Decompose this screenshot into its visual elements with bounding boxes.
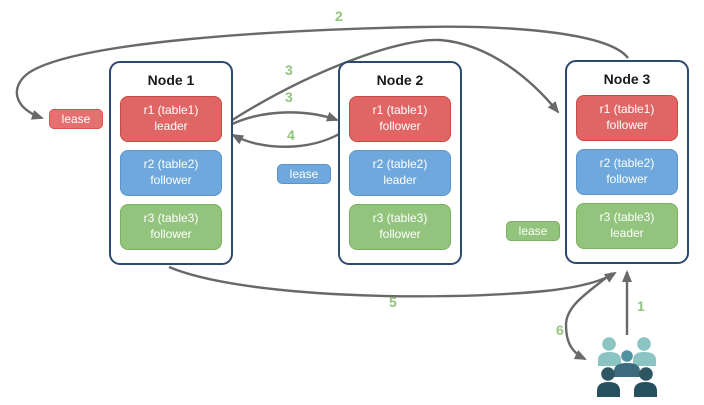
step-label-3a: 3 bbox=[285, 62, 293, 78]
node-2-replica-r3: r3 (table3) follower bbox=[349, 204, 451, 250]
step-label-6: 6 bbox=[556, 322, 564, 338]
replica-label: r1 (table1) bbox=[599, 102, 655, 117]
arrow-step6-client-response bbox=[564, 272, 613, 361]
node-3-replica-r3: r3 (table3) leader bbox=[576, 203, 678, 249]
node-3: Node 3 r1 (table1) follower r2 (table2) … bbox=[565, 60, 689, 264]
node-3-title: Node 3 bbox=[603, 71, 651, 87]
replica-role: follower bbox=[379, 227, 421, 241]
replica-label: r2 (table2) bbox=[372, 157, 428, 172]
replica-label: r3 (table3) bbox=[372, 211, 428, 226]
node-1-replica-r3: r3 (table3) follower bbox=[120, 204, 222, 250]
replica-label: r1 (table1) bbox=[143, 103, 199, 118]
node-3-replica-r1: r1 (table1) follower bbox=[576, 95, 678, 141]
step-label-5: 5 bbox=[389, 294, 397, 310]
lease-tag-table1: lease bbox=[49, 109, 103, 129]
replica-label: r1 (table1) bbox=[372, 103, 428, 118]
node-2-replica-r1: r1 (table1) follower bbox=[349, 96, 451, 142]
replica-role: follower bbox=[606, 172, 648, 186]
arrow-step5-forward bbox=[168, 265, 617, 298]
step-label-4: 4 bbox=[287, 127, 295, 143]
arrow-step3-replicate-node2 bbox=[227, 111, 339, 128]
node-1-replica-r1: r1 (table1) leader bbox=[120, 96, 222, 142]
replica-role: follower bbox=[379, 119, 421, 133]
replica-role: follower bbox=[150, 227, 192, 241]
replica-label: r3 (table3) bbox=[599, 210, 655, 225]
lease-tag-table3: lease bbox=[506, 221, 560, 241]
step-label-1: 1 bbox=[637, 298, 645, 314]
replica-role: follower bbox=[150, 173, 192, 187]
node-1-title: Node 1 bbox=[147, 72, 195, 88]
node-2-replica-r2: r2 (table2) leader bbox=[349, 150, 451, 196]
replica-label: r2 (table2) bbox=[143, 157, 199, 172]
node-1-replica-r2: r2 (table2) follower bbox=[120, 150, 222, 196]
step-label-2: 2 bbox=[335, 8, 343, 24]
node-3-replica-r2: r2 (table2) follower bbox=[576, 149, 678, 195]
node-2: Node 2 r1 (table1) follower r2 (table2) … bbox=[338, 61, 462, 265]
replica-role: leader bbox=[610, 226, 644, 240]
replica-role: leader bbox=[154, 119, 188, 133]
replica-role: leader bbox=[383, 173, 417, 187]
replica-label: r2 (table2) bbox=[599, 156, 655, 171]
user-icon bbox=[602, 337, 616, 351]
replica-label: r3 (table3) bbox=[143, 211, 199, 226]
node-1: Node 1 r1 (table1) leader r2 (table2) fo… bbox=[109, 61, 233, 265]
node-2-title: Node 2 bbox=[376, 72, 424, 88]
lease-tag-table2: lease bbox=[277, 164, 331, 184]
replica-role: follower bbox=[606, 118, 648, 132]
step-label-3b: 3 bbox=[285, 89, 293, 105]
